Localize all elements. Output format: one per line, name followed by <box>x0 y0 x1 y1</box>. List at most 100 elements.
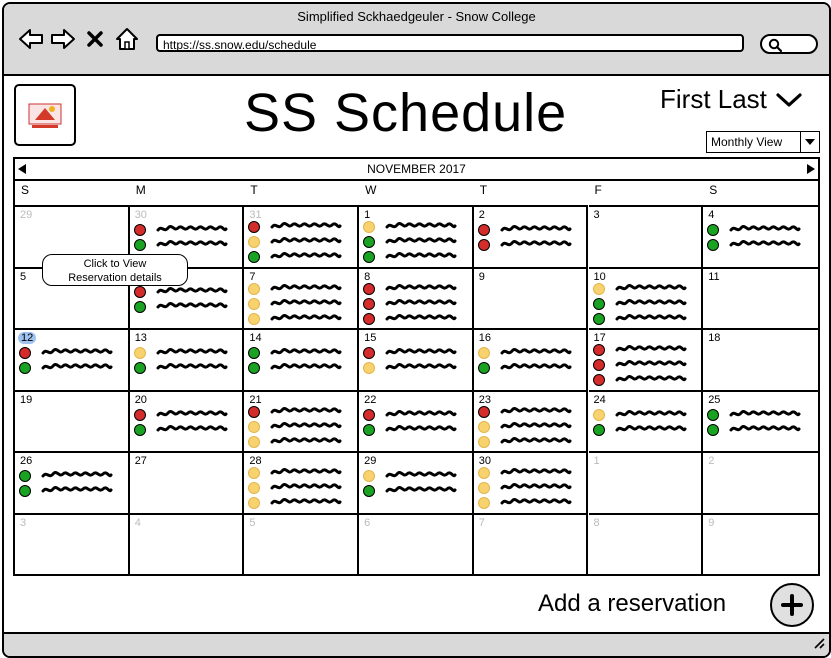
next-month-icon[interactable] <box>806 159 816 186</box>
calendar-day-cell[interactable]: 17 <box>588 328 704 390</box>
reservation-item[interactable] <box>248 248 342 266</box>
calendar-day-cell[interactable]: 10 <box>588 266 704 328</box>
reservation-item[interactable] <box>248 403 342 421</box>
calendar-day-cell[interactable]: 2 <box>473 205 589 267</box>
prev-month-icon[interactable] <box>17 159 27 186</box>
calendar-day-cell[interactable]: 31 <box>244 205 360 267</box>
view-select[interactable]: Monthly View <box>706 131 820 153</box>
calendar-day-cell[interactable]: 28 <box>244 451 360 513</box>
calendar-day-cell[interactable]: 16 <box>473 328 589 390</box>
calendar-day-cell[interactable]: 9 <box>703 512 818 575</box>
reservation-item[interactable] <box>477 221 572 239</box>
calendar-day-cell[interactable]: 29 <box>15 205 130 267</box>
reservation-item[interactable] <box>133 344 228 362</box>
calendar-day-cell[interactable]: 21 <box>244 389 360 451</box>
reservation-item[interactable] <box>248 464 342 482</box>
reservation-item[interactable] <box>133 406 228 424</box>
calendar-day-cell[interactable]: 4 <box>129 512 245 574</box>
reservation-item[interactable] <box>477 344 572 362</box>
calendar-day-cell[interactable]: 3 <box>588 205 704 267</box>
reservation-item[interactable] <box>248 218 342 236</box>
reservation-item[interactable] <box>363 344 457 362</box>
calendar-day-cell[interactable]: 13 <box>129 328 245 390</box>
reservation-item[interactable] <box>133 298 228 316</box>
calendar-day-cell[interactable]: 27 <box>129 451 245 513</box>
reservation-item[interactable] <box>133 236 228 254</box>
reservation-item[interactable] <box>133 283 228 301</box>
calendar-day-cell[interactable]: 30 <box>129 205 245 267</box>
reservation-item[interactable] <box>477 464 572 482</box>
reservation-item[interactable] <box>592 295 687 313</box>
reservation-item[interactable] <box>248 233 342 251</box>
reservation-item[interactable] <box>133 359 228 377</box>
reservation-item[interactable] <box>363 467 457 485</box>
calendar-day-cell[interactable]: 29 <box>359 451 474 513</box>
calendar-day-cell[interactable]: 4 <box>703 205 818 267</box>
forward-icon[interactable] <box>50 26 76 52</box>
calendar-day-cell[interactable]: 19 <box>15 389 130 451</box>
reservation-item[interactable] <box>363 406 457 424</box>
calendar-day-cell[interactable]: 26 <box>15 451 130 513</box>
reservation-item[interactable] <box>133 221 228 239</box>
reservation-item[interactable] <box>19 482 113 500</box>
reservation-item[interactable] <box>707 221 801 239</box>
reservation-item[interactable] <box>592 310 687 328</box>
reservation-item[interactable] <box>477 433 572 451</box>
calendar-day-cell[interactable]: 7 <box>244 266 360 328</box>
user-menu[interactable]: First Last <box>660 84 803 115</box>
reservation-item[interactable] <box>477 479 572 497</box>
reservation-item[interactable] <box>363 233 457 251</box>
reservation-item[interactable] <box>248 418 342 436</box>
reservation-item[interactable] <box>248 494 342 512</box>
reservation-item[interactable] <box>707 406 801 424</box>
reservation-item[interactable] <box>363 482 457 500</box>
resize-grip-icon[interactable] <box>811 635 825 654</box>
reservation-item[interactable] <box>363 248 457 266</box>
reservation-item[interactable] <box>248 280 342 298</box>
home-icon[interactable] <box>114 26 140 52</box>
calendar-day-cell[interactable]: 30 <box>473 451 589 513</box>
add-reservation-button[interactable] <box>770 583 814 627</box>
reservation-item[interactable] <box>592 406 687 424</box>
reservation-item[interactable] <box>707 421 801 439</box>
stop-icon[interactable] <box>82 26 108 52</box>
reservation-item[interactable] <box>248 295 342 313</box>
calendar-day-cell[interactable]: 20 <box>129 389 245 451</box>
reservation-item[interactable] <box>248 479 342 497</box>
reservation-item[interactable] <box>477 418 572 436</box>
reservation-item[interactable] <box>363 295 457 313</box>
college-logo[interactable] <box>14 84 76 146</box>
reservation-item[interactable] <box>363 310 457 328</box>
reservation-item[interactable] <box>363 421 457 439</box>
reservation-item[interactable] <box>477 359 572 377</box>
reservation-item[interactable] <box>19 359 113 377</box>
calendar-day-cell[interactable]: 25 <box>703 389 818 452</box>
reservation-item[interactable] <box>707 236 801 254</box>
calendar-day-cell[interactable]: 8 <box>359 266 474 328</box>
reservation-item[interactable] <box>477 236 572 254</box>
calendar-day-cell[interactable]: 3 <box>15 512 130 574</box>
back-icon[interactable] <box>18 26 44 52</box>
calendar-day-cell[interactable]: 11 <box>703 266 818 329</box>
search-field[interactable] <box>760 34 818 54</box>
reservation-item[interactable] <box>592 356 687 374</box>
calendar-day-cell[interactable]: 18 <box>703 328 818 390</box>
reservation-item[interactable] <box>592 371 687 389</box>
reservation-item[interactable] <box>592 280 687 298</box>
reservation-item[interactable] <box>363 280 457 298</box>
reservation-item[interactable] <box>592 421 687 439</box>
calendar-day-cell[interactable]: 2 <box>703 451 818 513</box>
reservation-item[interactable] <box>19 344 113 362</box>
calendar-day-cell[interactable]: 1 <box>588 451 704 513</box>
reservation-item[interactable] <box>19 467 113 485</box>
calendar-day-cell[interactable]: 14 <box>244 328 360 390</box>
calendar-day-cell[interactable]: 1 <box>359 205 474 267</box>
calendar-day-cell[interactable]: 15 <box>359 328 474 390</box>
calendar-day-cell[interactable]: 9 <box>473 266 589 328</box>
calendar-day-cell[interactable]: 12 <box>15 328 130 390</box>
calendar-day-cell[interactable]: 24 <box>588 389 704 451</box>
reservation-item[interactable] <box>592 341 687 359</box>
reservation-item[interactable] <box>363 218 457 236</box>
reservation-item[interactable] <box>477 494 572 512</box>
reservation-item[interactable] <box>248 433 342 451</box>
